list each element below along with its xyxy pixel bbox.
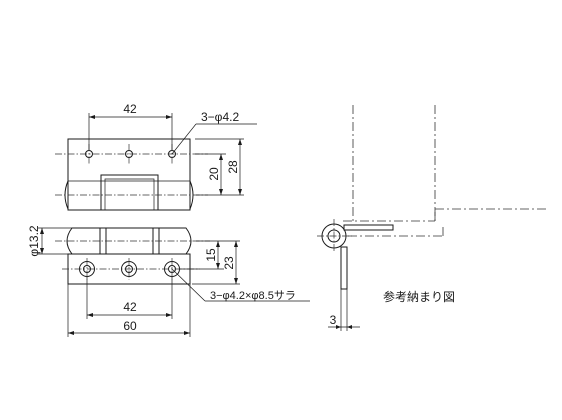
dim3-arrow-left <box>336 325 341 329</box>
dim28-arrow-top <box>238 139 242 145</box>
dia-arrow-bottom <box>40 248 44 254</box>
dim3-label: 3 <box>330 313 337 327</box>
dim23-label: 23 <box>222 256 236 270</box>
dia-label: φ13.2 <box>27 225 41 256</box>
dim42-bottom-arrow-left <box>87 313 93 317</box>
hinge-leaf-horizontal <box>343 224 394 231</box>
dim23-arrow-bottom <box>234 278 238 284</box>
installation-view: 3 参考納まり図 <box>317 105 548 331</box>
dim28-label: 28 <box>226 160 240 174</box>
dim42-bottom-arrow-right <box>166 313 172 317</box>
dim23-arrow-top <box>234 241 238 247</box>
top-plate-outline <box>67 138 191 211</box>
dim60-arrow-left <box>68 331 74 335</box>
dim15-arrow-top <box>216 241 220 247</box>
dim60-label: 60 <box>123 319 137 333</box>
top-view: 42 3−φ4.2 20 28 <box>55 102 257 211</box>
dia-arrow-top <box>40 228 44 234</box>
dim28-arrow-bottom <box>238 189 242 195</box>
dim60-arrow-right <box>184 331 190 335</box>
dim15-arrow-bottom <box>216 263 220 269</box>
dim20-arrow-top <box>219 154 223 160</box>
installation-caption: 参考納まり図 <box>383 289 455 304</box>
dim42-top-label: 42 <box>123 102 137 116</box>
dim42-top-arrow-left <box>89 115 95 119</box>
csk-callout-label: 3−φ4.2×φ8.5サラ <box>210 289 296 302</box>
dim42-top-arrow-right <box>166 115 172 119</box>
hole-callout-top: 3−φ4.2 <box>201 110 239 124</box>
dim20-label: 20 <box>207 167 221 181</box>
csk-callout-leader <box>171 268 206 302</box>
dim20-arrow-bottom <box>219 189 223 195</box>
dim3-arrow-right <box>347 325 352 329</box>
hinge-leaf-vertical <box>340 246 348 290</box>
hole-callout-leader <box>171 123 197 155</box>
top-plate-slot-inner <box>104 178 155 210</box>
top-plate-slot-outer <box>100 174 159 210</box>
bottom-view: φ13.2 15 23 3−φ4.2×φ8.5サラ 42 60 <box>27 225 310 337</box>
dim15-label: 15 <box>204 248 218 262</box>
dim42-bottom-label: 42 <box>123 300 137 314</box>
